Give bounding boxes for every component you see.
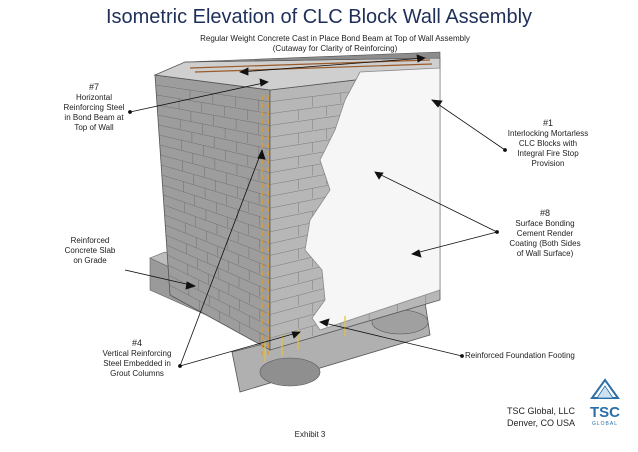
diagram-title: Isometric Elevation of CLC Block Wall As… xyxy=(105,6,533,28)
label-horizontal-steel: #7 Horizontal Reinforcing Steel in Bond … xyxy=(63,82,125,132)
horizontal-rebar xyxy=(189,59,433,73)
company-location: Denver, CO USA xyxy=(506,418,576,428)
label-clc-blocks: #1 Interlocking Mortarless CLC Blocks wi… xyxy=(507,118,589,168)
company-name: TSC Global, LLC xyxy=(506,406,576,416)
label-render-coating: #8 Surface Bonding Cement Render Coating… xyxy=(509,208,581,258)
tsc-logo-mark: TSC GLOBAL xyxy=(590,378,620,427)
label-vertical-steel: #4 Vertical Reinforcing Steel Embedded i… xyxy=(102,338,172,378)
label-footing: Reinforced Foundation Footing xyxy=(465,351,575,360)
label-slab: Reinforced Concrete Slab on Grade xyxy=(64,236,116,265)
tsc-logo-text: TSC xyxy=(590,404,620,421)
vertical-rebar xyxy=(261,95,269,355)
company-info: TSC Global, LLC Denver, CO USA xyxy=(496,405,586,429)
render-coating xyxy=(304,67,441,331)
label-bond-beam: Regular Weight Concrete Cast in Place Bo… xyxy=(200,34,470,53)
tsc-logo-subtext: GLOBAL xyxy=(592,421,618,427)
exhibit-label: Exhibit 3 xyxy=(294,430,326,439)
wall-side-face xyxy=(154,74,271,351)
